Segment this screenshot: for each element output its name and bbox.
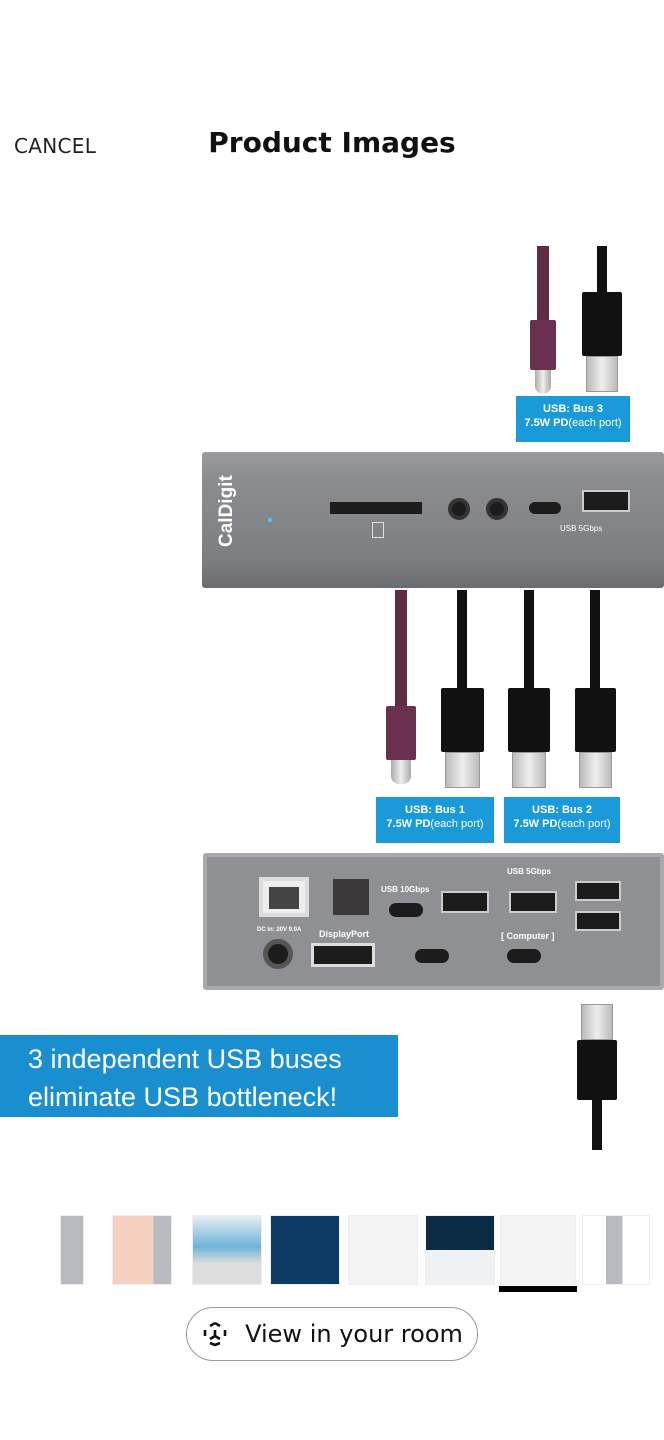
cable-usbc-top <box>537 246 549 326</box>
plug-usbc-top <box>530 320 556 394</box>
sd-slot <box>330 502 422 514</box>
usb-buses-banner: 3 independent USB buses eliminate USB bo… <box>0 1035 398 1117</box>
thumbnail-1[interactable] <box>60 1215 84 1285</box>
usba-rear-4 <box>575 911 621 931</box>
banner-line2: eliminate USB bottleneck! <box>28 1082 338 1112</box>
thumbnail-6[interactable] <box>425 1215 495 1285</box>
usbc-10gbps <box>389 903 423 917</box>
view-in-your-room-label: View in your room <box>245 1320 463 1348</box>
plug-usbc-bus1 <box>386 706 416 784</box>
usba-rear-1 <box>441 891 489 913</box>
cable-usba-2 <box>524 590 534 690</box>
plug-usba-bottom <box>577 1004 617 1100</box>
headphone-jack <box>448 498 470 520</box>
usb5-text: USB 5Gbps <box>507 867 552 876</box>
status-led <box>268 518 272 522</box>
cable-usba-3 <box>590 590 600 690</box>
displayport <box>311 943 375 967</box>
cable-usba-bottom <box>592 1098 602 1150</box>
computer-text: [ Computer ] <box>501 931 555 941</box>
usba-rear-2 <box>509 891 557 913</box>
page-title: Product Images <box>0 126 664 159</box>
cable-usbc-bus1 <box>395 590 407 710</box>
cancel-button[interactable]: CANCEL <box>14 134 97 158</box>
title-text: Product Images <box>208 126 456 159</box>
thumbnail-7-selected[interactable] <box>500 1215 576 1285</box>
thumbnail-4[interactable] <box>270 1215 340 1285</box>
cable-usba-1 <box>457 590 467 690</box>
front-usb-text: USB 5Gbps <box>560 524 603 533</box>
front-panel: CalDigit USB 5Gbps <box>202 452 664 588</box>
selected-thumbnail-indicator <box>499 1286 577 1292</box>
banner-line1: 3 independent USB buses <box>28 1044 342 1074</box>
dp-text: DisplayPort <box>319 929 370 939</box>
thumbnail-5[interactable] <box>348 1215 418 1285</box>
cable-usba-top <box>597 246 607 296</box>
usb10-text: USB 10Gbps <box>381 885 430 894</box>
thunderbolt-port-2 <box>507 949 541 963</box>
sd-icon <box>372 522 384 538</box>
usba-rear-3 <box>575 881 621 901</box>
mic-jack <box>486 498 508 520</box>
thunderbolt-port-1 <box>415 949 449 963</box>
thumbnail-3[interactable] <box>192 1215 262 1285</box>
ar-cube-icon <box>203 1321 227 1347</box>
plug-usba-1 <box>441 688 484 788</box>
usbc-port-front <box>529 502 561 514</box>
dc-text: DC in: 20V 9.0A <box>257 927 302 933</box>
rear-panel: USB 10Gbps USB 5Gbps DC in: 20V 9.0A Dis… <box>203 853 664 990</box>
view-in-your-room-button[interactable]: View in your room <box>186 1307 478 1361</box>
plug-usba-top <box>582 292 622 392</box>
usba-port-front <box>582 490 630 512</box>
brand-logo: CalDigit <box>216 475 237 547</box>
thumbnail-8[interactable] <box>582 1215 650 1285</box>
optical-port <box>333 879 369 915</box>
ethernet-port <box>259 877 309 917</box>
dc-port <box>263 939 293 969</box>
plug-usba-2 <box>508 688 550 788</box>
thumbnail-2[interactable] <box>112 1215 172 1285</box>
plug-usba-3 <box>575 688 616 788</box>
